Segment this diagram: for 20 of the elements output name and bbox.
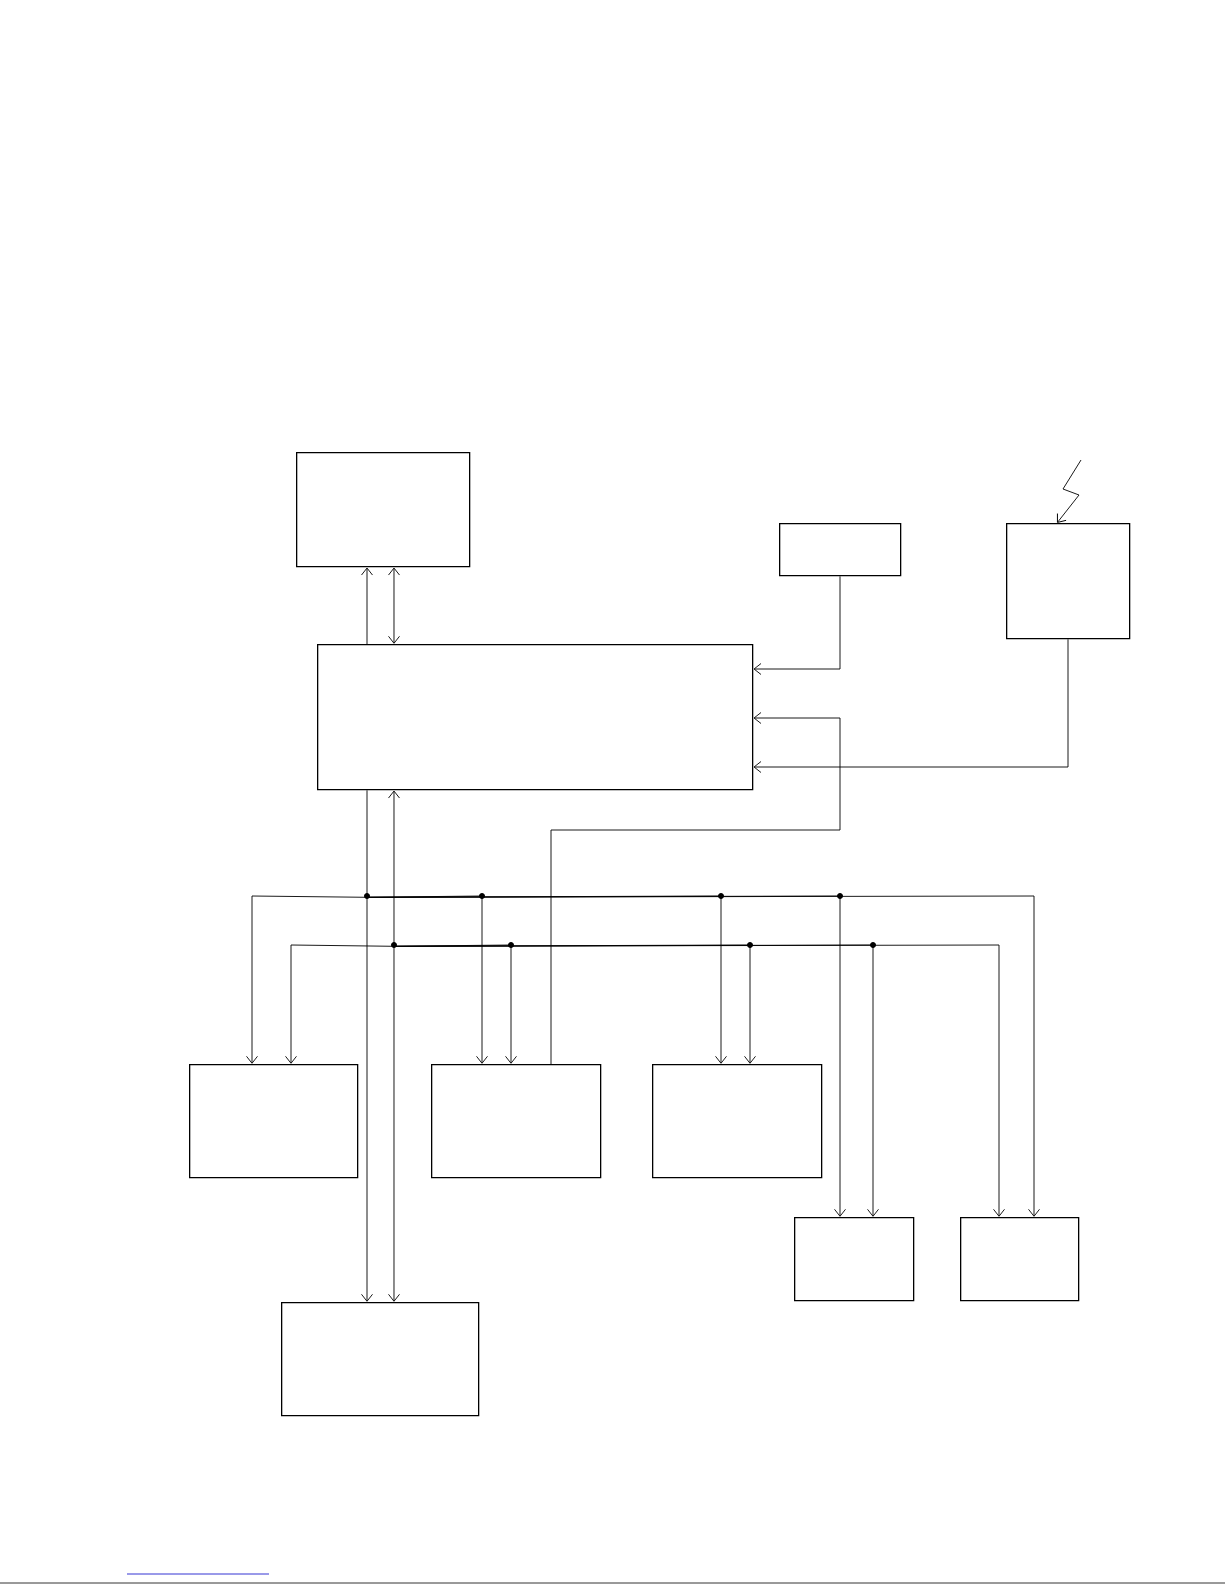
box	[960, 1217, 1080, 1302]
arrow	[753, 575, 841, 675]
arrow	[361, 896, 373, 1302]
arrow	[361, 567, 373, 645]
arrow	[246, 895, 368, 1064]
box	[1006, 523, 1131, 640]
arrow	[285, 944, 395, 1064]
arrow	[388, 945, 400, 1302]
box	[652, 1064, 823, 1179]
box	[189, 1064, 359, 1179]
box	[296, 452, 471, 568]
box	[794, 1217, 915, 1302]
lightning-arrow	[1057, 459, 1082, 523]
box	[281, 1302, 480, 1417]
box	[317, 644, 754, 791]
arrow	[550, 712, 841, 1065]
box	[779, 523, 902, 577]
arrow	[388, 567, 400, 644]
arrow	[753, 638, 1069, 773]
box	[431, 1064, 602, 1179]
